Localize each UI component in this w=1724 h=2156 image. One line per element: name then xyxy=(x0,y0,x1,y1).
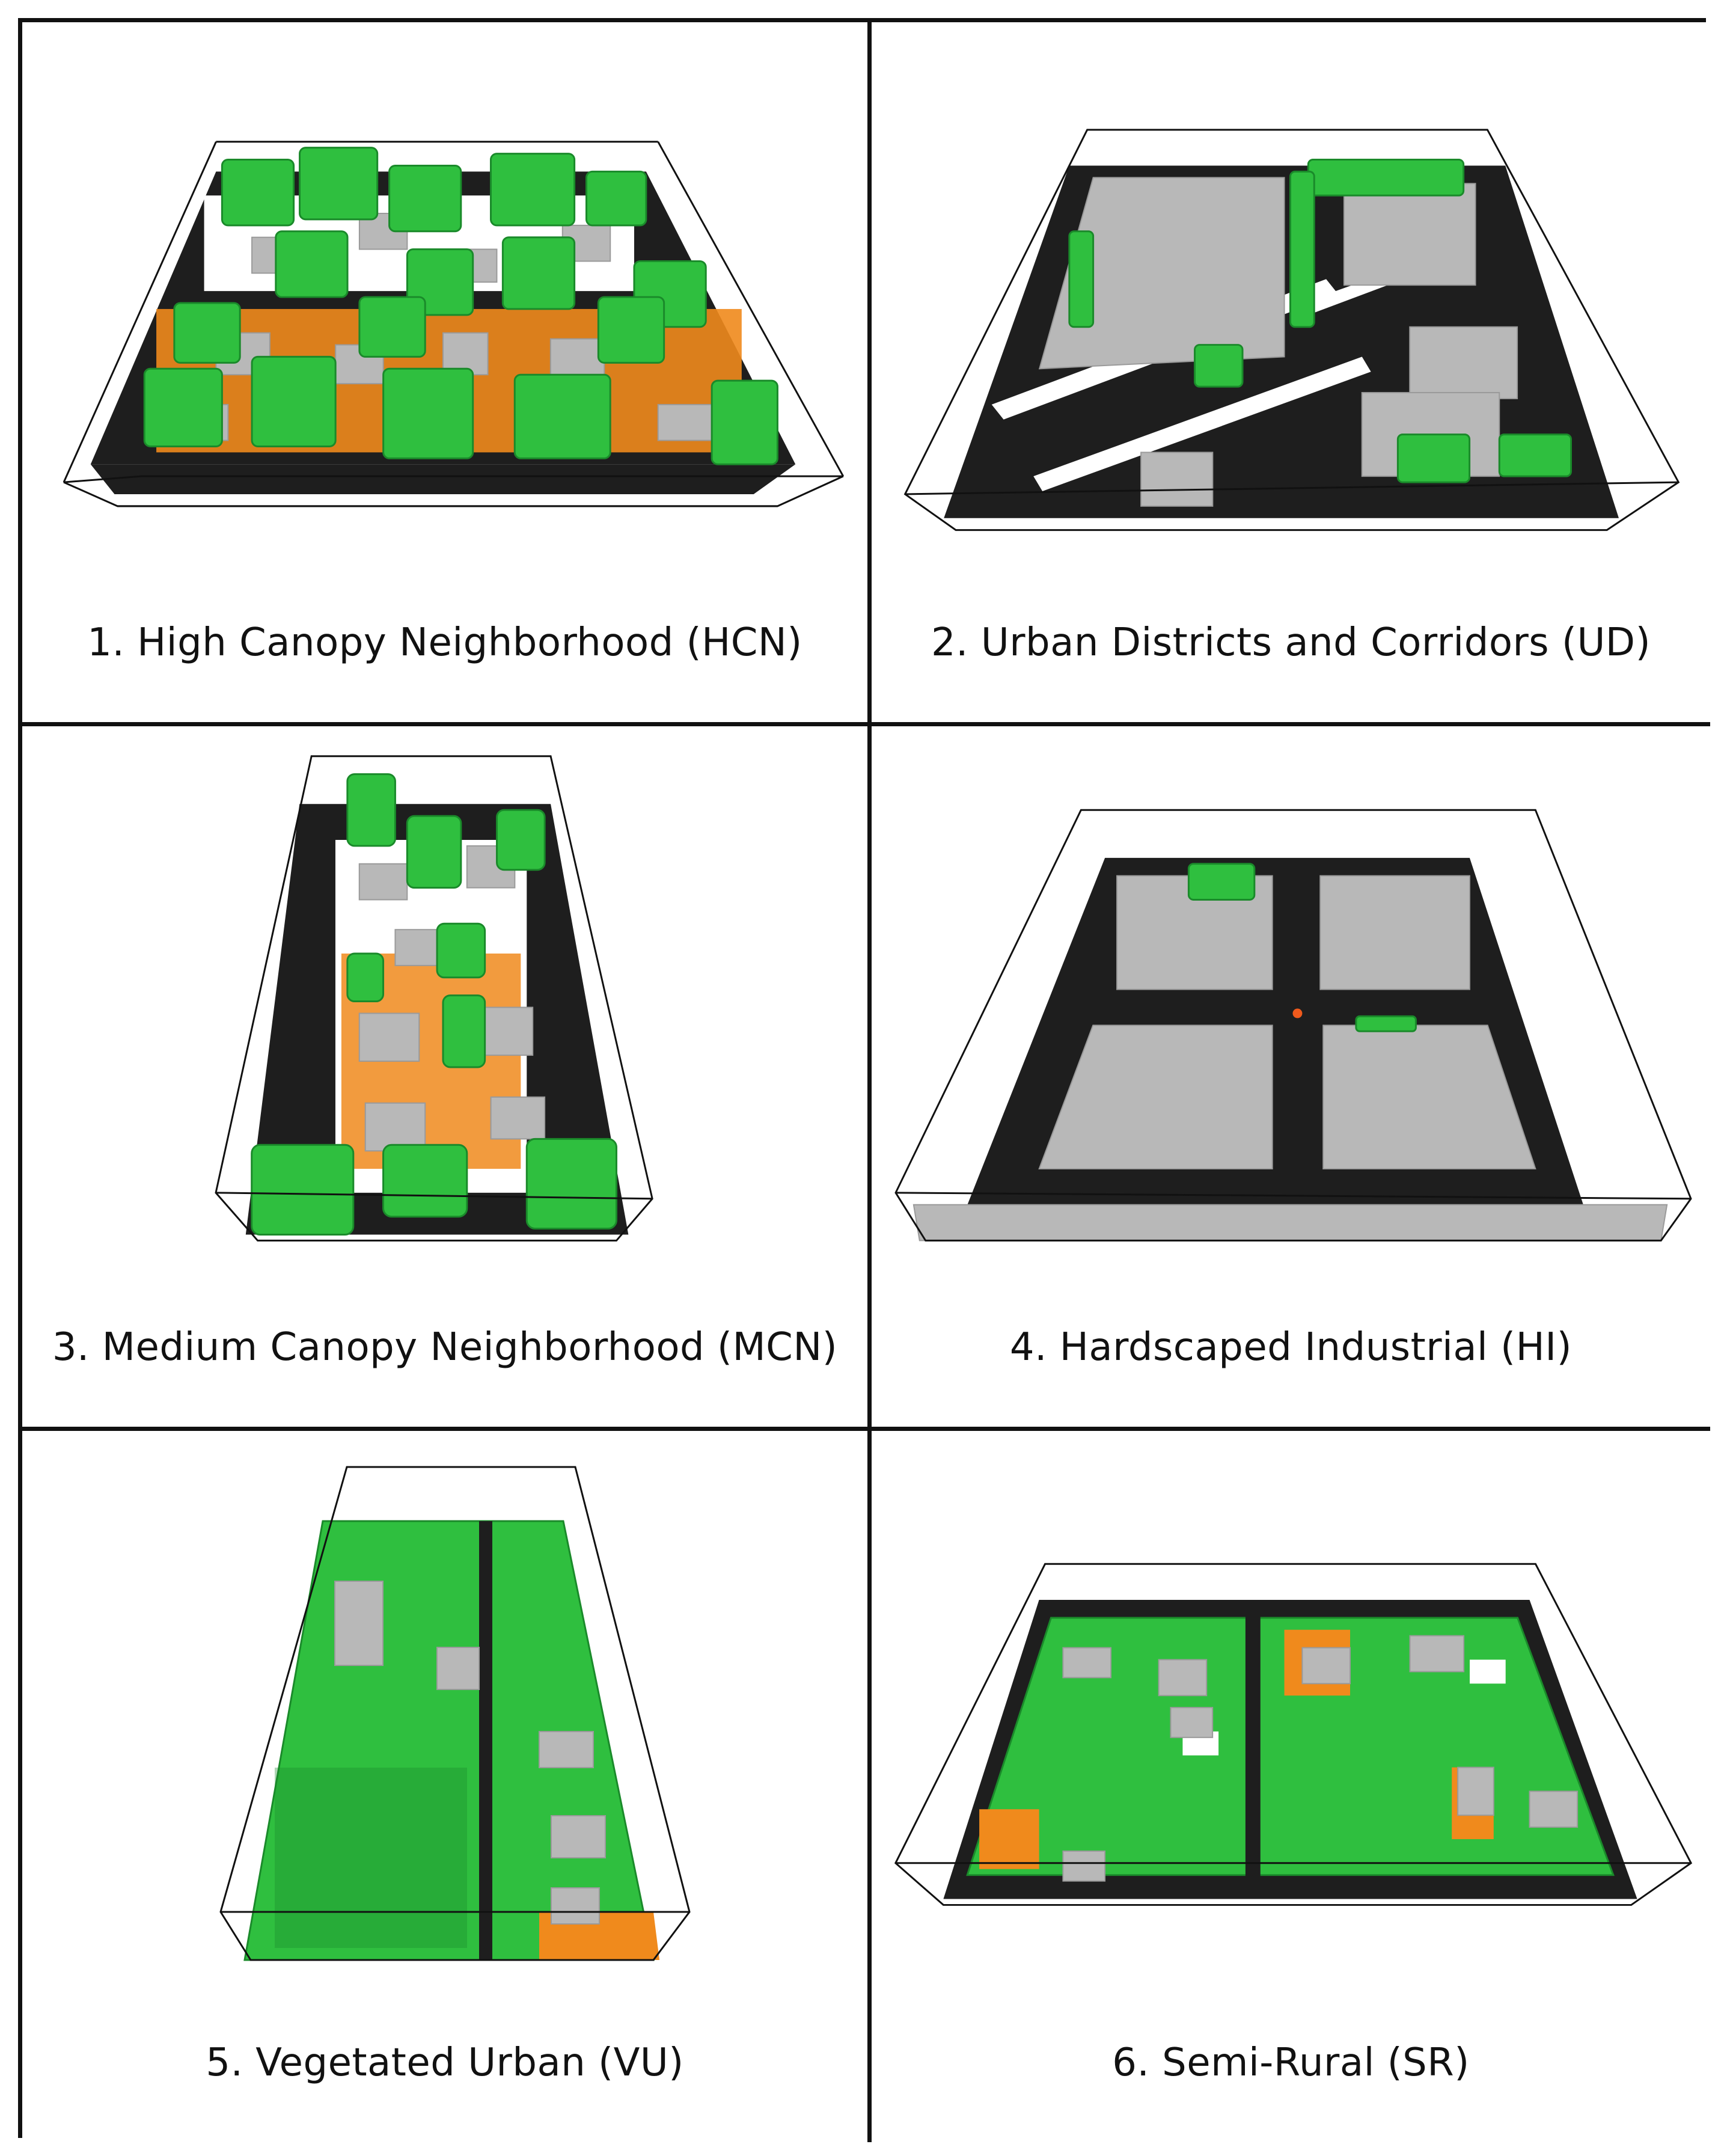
caption-ud: 2. Urban Districts and Corridors (UD) xyxy=(931,620,1651,665)
panel-ud: 2. Urban Districts and Corridors (UD) xyxy=(867,22,1710,726)
ud-scene xyxy=(903,129,1680,531)
mcn-scene xyxy=(215,755,653,1242)
caption-vu: 5. Vegetated Urban (VU) xyxy=(206,2041,684,2085)
caption-hi: 4. Hardscaped Industrial (HI) xyxy=(1009,1325,1573,1370)
figure-grid: 1. High Canopy Neighborhood (HCN) xyxy=(18,18,1710,2142)
panel-vu: 5. Vegetated Urban (VU) xyxy=(22,1431,867,2142)
panel-hcn: 1. High Canopy Neighborhood (HCN) xyxy=(22,22,867,726)
hcn-scene xyxy=(63,141,845,507)
panel-sr: 6. Semi-Rural (SR) xyxy=(867,1431,1710,2142)
panel-mcn: 3. Medium Canopy Neighborhood (MCN) xyxy=(22,726,867,1431)
caption-sr: 6. Semi-Rural (SR) xyxy=(1112,2041,1470,2085)
caption-hcn: 1. High Canopy Neighborhood (HCN) xyxy=(87,620,802,665)
caption-mcn: 3. Medium Canopy Neighborhood (MCN) xyxy=(52,1325,838,1370)
panel-hi: 4. Hardscaped Industrial (HI) xyxy=(867,726,1710,1431)
vu-scene xyxy=(219,1466,691,1961)
hi-scene xyxy=(894,809,1692,1242)
sr-scene xyxy=(894,1563,1693,1906)
